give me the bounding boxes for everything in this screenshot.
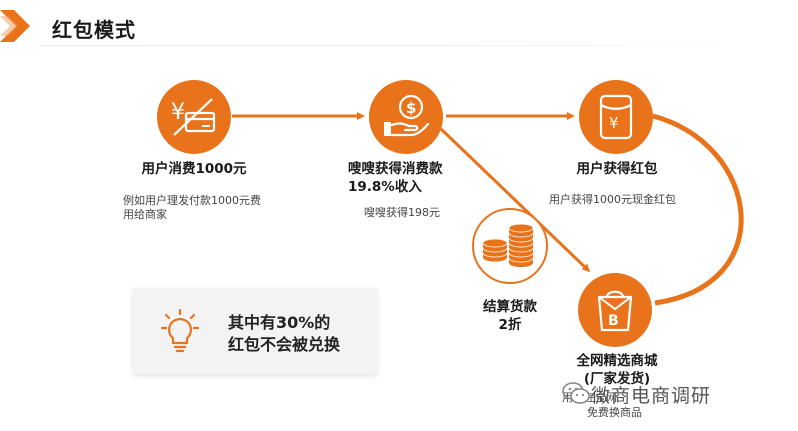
node-consume: ¥ (157, 80, 231, 154)
phone-yuan-icon: ¥ (599, 94, 633, 140)
arc-redpacket-to-mall (652, 113, 744, 306)
callout-line2: 红包不会被兑换 (228, 335, 341, 354)
node-mall-label-line1: 全网精选商城 (576, 353, 658, 369)
node-mall: B (578, 273, 652, 347)
node-consume-desc-line1: 例如用户理发付款1000元费 (123, 194, 261, 207)
svg-text:¥: ¥ (609, 114, 619, 132)
svg-text:$: $ (406, 99, 416, 117)
page-title: 红包模式 (52, 18, 136, 42)
callout-box (133, 288, 377, 374)
node-redpacket: ¥ (579, 80, 653, 154)
watermark-text: 微商电商调研 (591, 385, 712, 407)
node-consume-label: 用户消费1000元 (141, 161, 247, 177)
yuan-card-icon: ¥ (171, 98, 216, 136)
node-sousou-label-line2: 19.8%收入 (348, 179, 422, 195)
shopping-bag-icon: B (597, 290, 633, 332)
node-sousou-desc: 嗖嗖获得198元 (364, 206, 440, 219)
wechat-watermark-icon (562, 382, 590, 404)
node-sousou-label-line1: 嗖嗖获得消费款 (348, 161, 443, 177)
node-redpacket-label: 用户获得红包 (576, 161, 658, 177)
hand-coin-icon: $ (384, 94, 430, 137)
coin-stack-icon (482, 223, 534, 267)
title-accent-chevron-icon (0, 10, 30, 42)
svg-text:B: B (608, 313, 619, 329)
lightbulb-icon (160, 308, 200, 353)
node-redpacket-desc: 用户获得1000元现金红包 (549, 193, 676, 206)
node-settlement (472, 208, 548, 284)
node-mall-desc-line2: 免费换商品 (587, 406, 642, 419)
arrow-sousou-to-mall (439, 127, 591, 273)
node-settlement-label-line1: 结算货款 (483, 299, 537, 315)
node-settlement-label-line2: 2折 (498, 317, 522, 333)
node-mall-label-line2: (厂家发货) (583, 371, 651, 387)
header-divider (40, 45, 760, 46)
svg-text:¥: ¥ (171, 100, 185, 125)
callout-line1: 其中有30%的 (228, 313, 331, 332)
node-consume-desc-line2: 用给商家 (123, 208, 167, 221)
node-sousou: $ (369, 80, 443, 154)
